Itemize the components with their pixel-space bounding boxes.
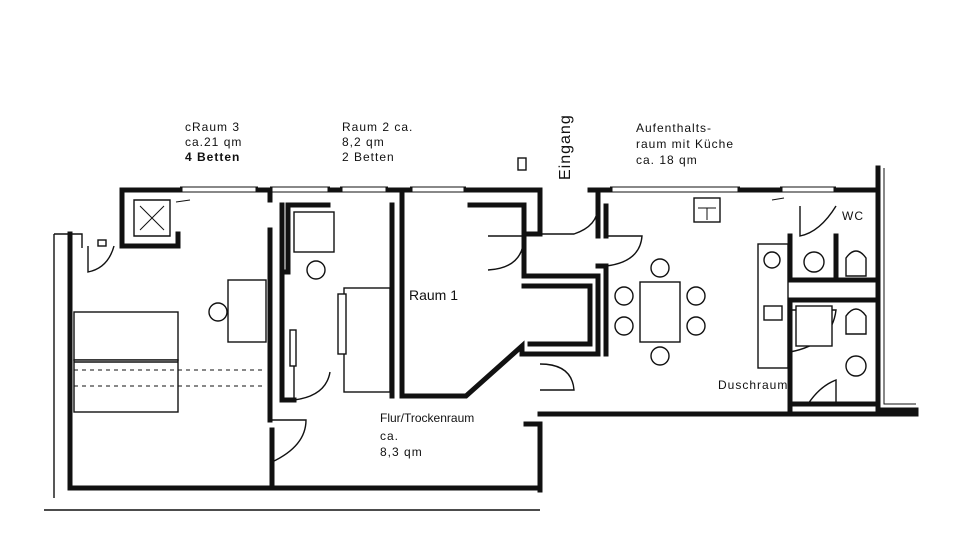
raum3-line3: 4 Betten: [185, 150, 240, 164]
toilet: [845, 250, 867, 277]
bed-1: [73, 311, 179, 361]
wc-sink: [803, 251, 825, 273]
raum2-line1: Raum 2 ca.: [342, 120, 413, 134]
flur-line1: Flur/Trockenraum: [380, 411, 474, 425]
aufenthalt-line2: raum mit Küche: [636, 137, 734, 151]
bed-raum2: [343, 287, 391, 393]
raum1-label: Raum 1: [409, 287, 458, 303]
raum3-line2: ca.21 qm: [185, 135, 242, 149]
shower-tray: [795, 305, 833, 347]
flur-line2: ca.: [380, 429, 399, 443]
wc-label: WC: [842, 209, 864, 223]
table-raum3: [227, 279, 267, 343]
raum2-line2: 8,2 qm: [342, 135, 385, 149]
aufenthalt-line3: ca. 18 qm: [636, 153, 698, 167]
raum3-line1: cRaum 3: [185, 120, 240, 134]
shower-sink: [845, 355, 867, 377]
duschraum-label: Duschraum: [718, 378, 788, 392]
radiator: [289, 329, 297, 367]
chair-raum3: [208, 302, 228, 322]
dining-table: [639, 281, 681, 343]
windows: [180, 186, 836, 193]
desk-raum2: [293, 211, 335, 253]
aufenthalt-line1: Aufenthalts-: [636, 121, 712, 135]
flur-line3: 8,3 qm: [380, 445, 423, 459]
entrance-label: Eingang: [557, 114, 574, 180]
furniture: [73, 157, 867, 413]
raum2-line3: 2 Betten: [342, 150, 395, 164]
chair-raum2: [306, 260, 326, 280]
labels: cRaum 3 ca.21 qm 4 Betten Raum 2 ca. 8,2…: [185, 114, 864, 459]
